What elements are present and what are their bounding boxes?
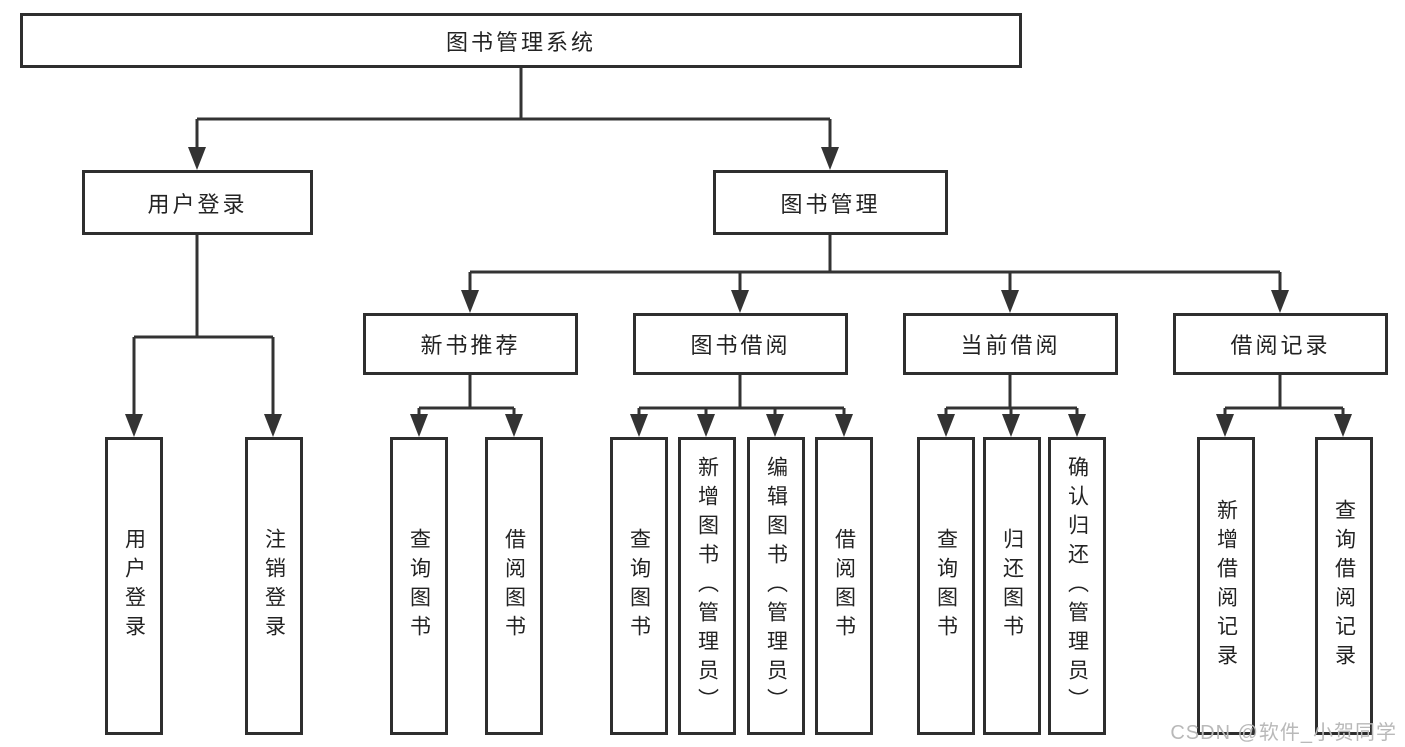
arrowhead	[731, 290, 749, 313]
node-borrow-records: 借阅记录	[1173, 313, 1388, 375]
leaf-add-borrow-record: 新增借阅记录	[1197, 437, 1255, 735]
node-label: 查询图书	[407, 528, 431, 644]
leaf-return-book: 归还图书	[983, 437, 1041, 735]
node-label: 借阅图书	[832, 528, 856, 644]
arrowhead	[821, 147, 839, 170]
arrowhead	[1216, 414, 1234, 437]
node-label: 编辑图书（管理员）	[764, 455, 788, 717]
node-label: 用户登录	[147, 191, 248, 217]
node-label: 新书推荐	[420, 333, 521, 358]
node-label: 注销登录	[262, 528, 286, 644]
arrowhead	[835, 414, 853, 437]
arrowhead	[1334, 414, 1352, 437]
arrowhead	[766, 414, 784, 437]
arrowhead	[461, 290, 479, 313]
node-book-borrow: 图书借阅	[633, 313, 848, 375]
arrowhead	[505, 414, 523, 437]
leaf-query-book-3: 查询图书	[917, 437, 975, 735]
csdn-watermark: CSDN @软件_小贺同学	[1170, 722, 1397, 744]
arrowhead	[1271, 290, 1289, 313]
leaf-logout: 注销登录	[245, 437, 303, 735]
node-label: 查询图书	[934, 528, 958, 644]
node-label: 归还图书	[1000, 528, 1024, 644]
arrowhead	[264, 414, 282, 437]
leaf-query-borrow-record: 查询借阅记录	[1315, 437, 1373, 735]
node-label: 新增借阅记录	[1214, 499, 1238, 673]
arrowhead	[937, 414, 955, 437]
node-library-management-system: 图书管理系统	[20, 13, 1022, 68]
node-label: 用户登录	[122, 528, 146, 644]
leaf-add-book-admin: 新增图书（管理员）	[678, 437, 736, 735]
node-book-management: 图书管理	[713, 170, 948, 235]
arrowhead	[1001, 290, 1019, 313]
leaf-borrow-book-2: 借阅图书	[815, 437, 873, 735]
node-label: 确认归还（管理员）	[1065, 455, 1089, 717]
node-current-borrow: 当前借阅	[903, 313, 1118, 375]
arrowhead	[410, 414, 428, 437]
node-label: 图书借阅	[690, 333, 791, 358]
arrowhead	[697, 414, 715, 437]
node-label: 查询图书	[627, 528, 651, 644]
leaf-query-book-1: 查询图书	[390, 437, 448, 735]
arrowhead	[1068, 414, 1086, 437]
node-label: 新增图书（管理员）	[695, 455, 719, 717]
arrowhead	[1002, 414, 1020, 437]
node-user-login: 用户登录	[82, 170, 313, 235]
node-label: 当前借阅	[960, 333, 1061, 358]
node-label: 借阅记录	[1230, 333, 1331, 358]
arrowhead	[630, 414, 648, 437]
arrowhead	[125, 414, 143, 437]
arrowhead	[188, 147, 206, 170]
node-label: 查询借阅记录	[1332, 499, 1356, 673]
leaf-confirm-return-admin: 确认归还（管理员）	[1048, 437, 1106, 735]
node-label: 借阅图书	[502, 528, 526, 644]
node-label: 图书管理	[780, 191, 881, 217]
leaf-edit-book-admin: 编辑图书（管理员）	[747, 437, 805, 735]
node-label: 图书管理系统	[445, 29, 596, 55]
leaf-borrow-book-1: 借阅图书	[485, 437, 543, 735]
leaf-user-login: 用户登录	[105, 437, 163, 735]
node-new-book-recommend: 新书推荐	[363, 313, 578, 375]
leaf-query-book-2: 查询图书	[610, 437, 668, 735]
